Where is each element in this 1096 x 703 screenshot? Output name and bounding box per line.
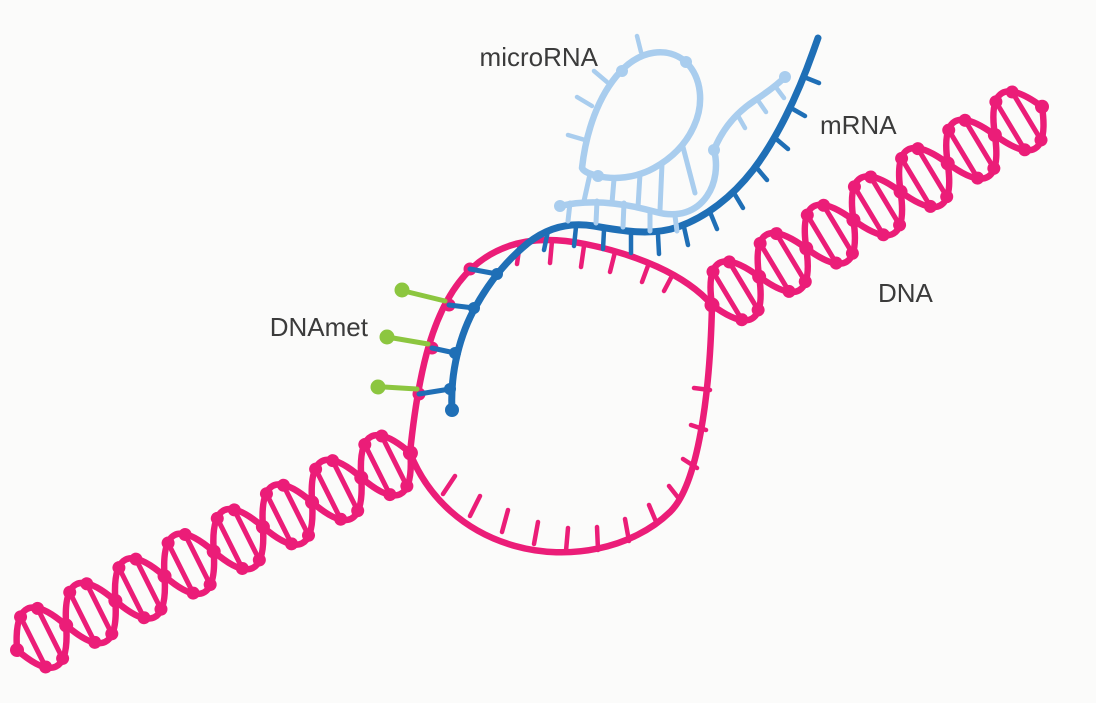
microrna-tail-bases	[734, 83, 787, 131]
methylation-marks	[370, 282, 448, 395]
mrna-bases	[541, 74, 822, 257]
methyl-stems	[381, 289, 448, 392]
bubble-lower-bases	[440, 385, 713, 554]
microrna-loop	[578, 49, 704, 182]
bubble-lower-strand	[406, 301, 716, 556]
helix-end-dot	[1035, 99, 1050, 114]
microrna-loop-bases	[565, 33, 644, 143]
bubble-upper-strand	[406, 236, 716, 457]
label-dna: DNA	[878, 278, 934, 308]
diagram-labels: microRNA mRNA DNA DNAmet	[270, 42, 934, 342]
microrna-guide-strand	[556, 146, 720, 218]
microrna-mrna-pairing	[565, 198, 680, 234]
label-mrna: mRNA	[820, 110, 897, 140]
microrna-stem-rungs	[581, 144, 698, 213]
dna-helix-upper	[688, 74, 1066, 339]
methyl-dot	[379, 329, 395, 345]
mrna-dots	[444, 268, 503, 417]
label-microrna: microRNA	[480, 42, 599, 72]
methyl-dot	[370, 379, 386, 395]
microrna-dots	[554, 56, 791, 212]
microrna-hairpin	[554, 33, 791, 234]
mrna-strand	[416, 34, 822, 417]
dna-rna-hybrid-rungs	[416, 266, 500, 397]
label-dnamet: DNAmet	[270, 312, 369, 342]
dna-helix-lower	[0, 419, 433, 684]
methyl-dot	[394, 282, 410, 298]
transcription-bubble	[406, 236, 720, 556]
